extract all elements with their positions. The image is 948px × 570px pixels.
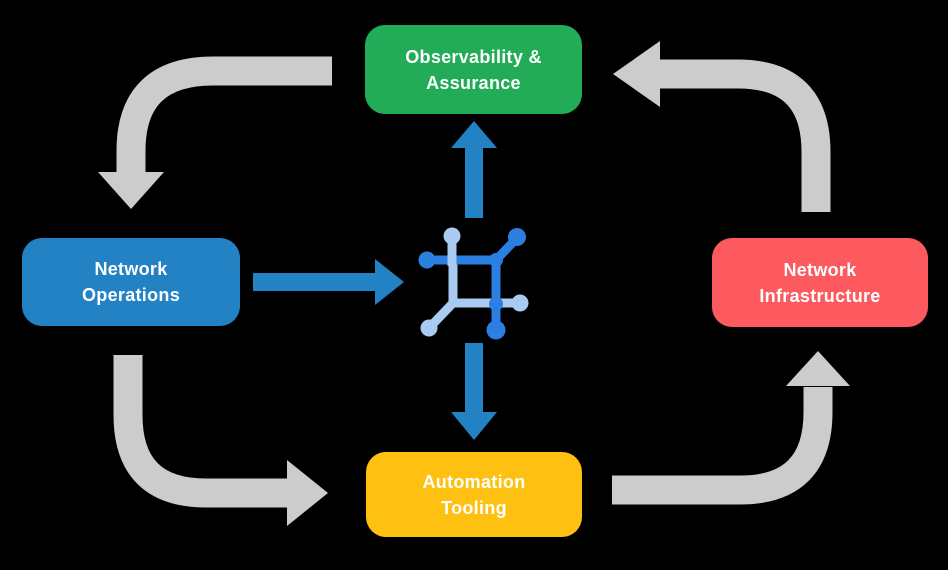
process-arrow-center-to-automation	[451, 343, 497, 440]
cycle-arrow-observability-to-operations	[98, 56, 332, 209]
icon-node-dot-light	[420, 319, 438, 337]
node-label-line: Assurance	[426, 72, 521, 93]
node-network-operations: Network Operations	[22, 238, 240, 326]
cycle-arrow-infrastructure-to-observability	[613, 41, 831, 212]
node-automation-tooling: Automation Tooling	[366, 452, 582, 537]
cycle-arrow-operations-to-automation	[113, 355, 328, 526]
node-label-line: Network	[94, 259, 168, 279]
cycle-arrow-shaft	[659, 59, 831, 212]
node-observability-assurance: Observability & Assurance	[365, 25, 582, 114]
node-label-line: Network	[783, 259, 857, 280]
icon-square-left-bottom	[448, 260, 497, 308]
icon-node-dot-dark	[508, 228, 526, 246]
icon-junction-dot	[489, 297, 503, 311]
icon-junction-dot	[489, 253, 503, 267]
node-label-line: Observability &	[405, 46, 542, 67]
cycle-arrow-shaft	[612, 387, 833, 505]
icon-node-dot-dark	[418, 251, 436, 269]
process-arrow-center-to-observability	[451, 121, 497, 218]
network-fabric-icon	[418, 227, 529, 340]
node-label-line: Tooling	[441, 497, 507, 518]
icon-node-dot-light	[511, 294, 529, 312]
node-network-infrastructure: Network Infrastructure	[712, 238, 928, 327]
cycle-arrow-shaft	[116, 56, 332, 174]
process-arrow-operations-to-center	[253, 259, 404, 305]
cycle-arrowhead-up-icon	[786, 351, 850, 386]
node-label-line: Operations	[81, 285, 181, 305]
cycle-arrowhead-right-icon	[287, 460, 328, 526]
cycle-arrowhead-left-icon	[613, 41, 660, 107]
cycle-arrow-automation-to-infrastructure	[612, 351, 850, 505]
node-label-line: Infrastructure	[759, 285, 881, 306]
node-label-line: Automation	[422, 471, 526, 492]
cycle-arrow-shaft	[113, 355, 288, 508]
cycle-arrowhead-down-icon	[98, 172, 164, 209]
icon-node-dot-dark	[486, 320, 506, 340]
icon-node-dot-light	[443, 227, 461, 245]
